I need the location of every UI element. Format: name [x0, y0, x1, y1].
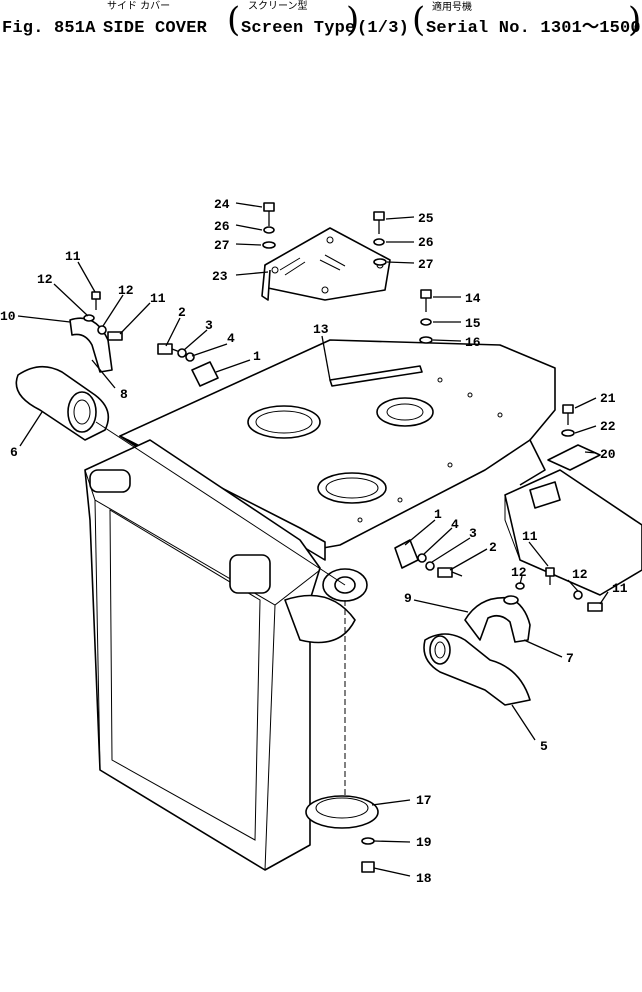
- callout-6: 6: [10, 445, 18, 460]
- callout-12: 12: [118, 283, 134, 298]
- title-jp: サイド カバー: [107, 1, 171, 12]
- callout-12: 12: [511, 565, 527, 580]
- callout-numbers: 24 26 27 23 25 26 27 14 15 16 13 11 12 1…: [0, 197, 628, 886]
- callout-4: 4: [227, 331, 235, 346]
- top-fasteners: [262, 202, 601, 471]
- cover-openings: [247, 365, 503, 523]
- callout-11: 11: [150, 291, 166, 306]
- title-en: SIDE COVER: [103, 19, 208, 38]
- callout-8: 8: [120, 387, 128, 402]
- callout-19: 19: [416, 835, 432, 850]
- callout-11: 11: [612, 581, 628, 596]
- callout-13: 13: [313, 322, 329, 337]
- callout-27: 27: [418, 257, 434, 272]
- callout-7: 7: [566, 651, 574, 666]
- close-paren-1: ): [346, 0, 360, 40]
- right-pipe-assembly: [423, 567, 603, 706]
- callout-16: 16: [465, 335, 481, 350]
- callout-23: 23: [212, 269, 228, 284]
- callout-18: 18: [416, 871, 432, 886]
- callout-14: 14: [465, 291, 481, 306]
- side-cover-body: [84, 339, 642, 871]
- serial-jp: 適用号機: [432, 2, 472, 13]
- callout-21: 21: [600, 391, 616, 406]
- callout-25: 25: [418, 211, 434, 226]
- left-pipe-assembly: [15, 291, 346, 586]
- subtitle-en: Screen Type: [241, 19, 356, 38]
- open-paren-1: (: [227, 0, 241, 40]
- callout-11: 11: [522, 529, 538, 544]
- page-indicator: (1/3): [357, 19, 410, 38]
- callout-4: 4: [451, 517, 459, 532]
- left-bracket-hardware: [157, 343, 219, 387]
- callout-24: 24: [214, 197, 230, 212]
- callout-10: 10: [0, 309, 16, 324]
- fig-number: Fig. 851A: [2, 19, 96, 38]
- callout-26: 26: [214, 219, 230, 234]
- serial-en: Serial No. 1301～1500: [426, 19, 641, 38]
- callout-12: 12: [37, 272, 53, 287]
- callout-22: 22: [600, 419, 616, 434]
- callout-2: 2: [489, 540, 497, 555]
- callout-3: 3: [469, 526, 477, 541]
- close-paren-2: ): [628, 0, 642, 40]
- callout-17: 17: [416, 793, 432, 808]
- callout-5: 5: [540, 739, 548, 754]
- callout-27: 27: [214, 238, 230, 253]
- callout-11: 11: [65, 249, 81, 264]
- callout-15: 15: [465, 316, 481, 331]
- subtitle-jp: スクリーン型: [248, 1, 308, 12]
- callout-3: 3: [205, 318, 213, 333]
- callout-9: 9: [404, 591, 412, 606]
- leader-lines: [17, 202, 609, 877]
- callout-20: 20: [600, 447, 616, 462]
- top-bracket-plate: [261, 227, 391, 301]
- open-paren-2: (: [412, 0, 426, 40]
- bottom-flange: [305, 600, 379, 873]
- callout-26: 26: [418, 235, 434, 250]
- callout-2: 2: [178, 305, 186, 320]
- callout-1: 1: [434, 507, 442, 522]
- callout-1: 1: [253, 349, 261, 364]
- right-bracket-hardware: [394, 539, 463, 578]
- callout-12: 12: [572, 567, 588, 582]
